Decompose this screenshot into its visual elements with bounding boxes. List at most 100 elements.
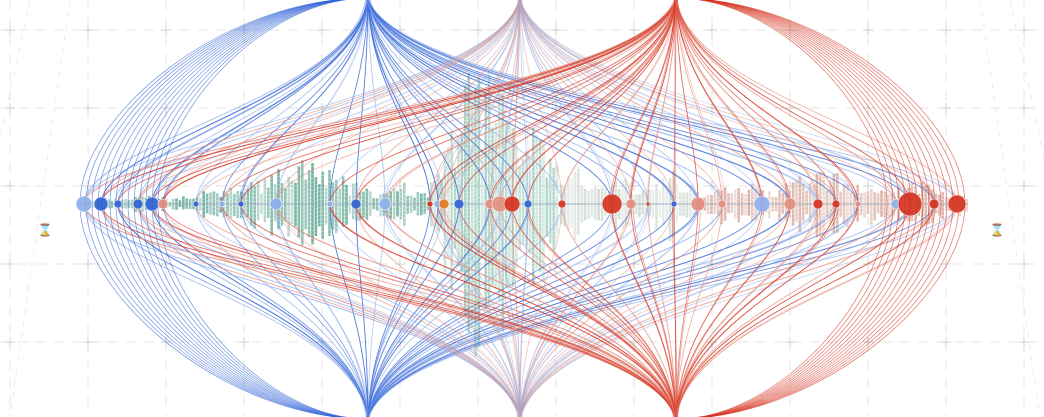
bar-tick: [280, 214, 284, 216]
bar-tick: [501, 276, 504, 278]
bar-tick: [304, 202, 307, 204]
bar-tick: [487, 218, 491, 220]
bar-tick: [542, 186, 545, 188]
bar-tick: [464, 200, 467, 202]
bar-tick: [474, 339, 477, 341]
bar-tick: [570, 201, 573, 203]
bar-tick: [580, 217, 583, 219]
bar-tick: [470, 299, 474, 301]
bar-tick: [597, 212, 600, 214]
bar-tick: [822, 219, 825, 221]
bar-tick: [318, 215, 321, 217]
bar-tick: [453, 207, 457, 209]
bar-tick: [515, 256, 518, 258]
bar-tick: [311, 238, 314, 240]
bar-tick: [464, 196, 467, 198]
bar-tick: [484, 146, 487, 148]
bar-tick: [477, 288, 481, 290]
bar-tick: [638, 197, 641, 199]
bar-tick: [791, 217, 795, 219]
bar-tick: [802, 214, 805, 216]
bar-tick: [477, 220, 481, 222]
bar-tick: [737, 207, 740, 209]
bar-tick: [504, 250, 508, 252]
bar-tick: [477, 232, 481, 234]
bar-tick: [822, 183, 825, 185]
connection-arc: [83, 203, 520, 417]
bar-tick: [460, 217, 464, 219]
bar-tick: [577, 219, 580, 221]
bar-tick: [470, 111, 474, 113]
bar-tick: [768, 210, 771, 212]
bar-tick: [655, 195, 658, 197]
bar-tick: [494, 149, 498, 151]
bar-tick: [628, 209, 631, 211]
bar-tick: [504, 122, 508, 124]
bar-tick: [375, 205, 379, 207]
bar-tick: [477, 148, 481, 150]
node-circle: [157, 198, 169, 210]
bar-tick: [521, 170, 525, 172]
bar-tick: [508, 281, 511, 283]
bar-tick: [328, 173, 331, 175]
bar-tick: [484, 170, 487, 172]
bar-tick: [538, 174, 542, 176]
bar-tick: [508, 273, 511, 275]
bar-tick: [481, 187, 484, 189]
bar-tick: [802, 210, 805, 212]
bar-tick: [504, 218, 508, 220]
bar-tick: [751, 194, 754, 196]
bar-tick: [880, 193, 883, 195]
bar-tick: [457, 142, 460, 144]
bar-tick: [508, 173, 511, 175]
bar-tick: [614, 216, 617, 218]
bar-tick: [727, 204, 730, 206]
bar-tick: [494, 125, 498, 127]
bar-tick: [433, 187, 436, 189]
bar-tick: [538, 210, 542, 212]
bar-tick: [477, 340, 481, 342]
bar-tick: [420, 196, 423, 198]
bar-tick: [498, 121, 501, 123]
connection-arc: [162, 203, 369, 417]
bar-tick: [504, 134, 508, 136]
bar-tick: [470, 315, 474, 317]
bar-tick: [876, 200, 880, 202]
bar-tick: [498, 109, 501, 111]
bar-tick: [560, 187, 563, 189]
bar-tick: [311, 178, 314, 180]
bar-tick: [921, 200, 924, 202]
bar-tick: [501, 296, 504, 298]
bar-tick: [467, 168, 470, 170]
histogram-bar: [216, 193, 219, 217]
connection-arc: [137, 0, 676, 205]
connection-arc: [117, 0, 369, 205]
bar-tick: [277, 216, 280, 218]
bar-tick: [570, 197, 573, 199]
bar-tick: [477, 212, 481, 214]
bar-tick: [672, 221, 675, 223]
connection-arc: [355, 0, 369, 205]
bar-tick: [484, 234, 487, 236]
bar-tick: [549, 193, 552, 195]
bar-tick: [467, 264, 470, 266]
bar-tick: [487, 138, 491, 140]
bar-tick: [751, 190, 754, 192]
bar-tick: [392, 219, 396, 221]
connection-arc: [221, 0, 676, 205]
bar-tick: [634, 201, 638, 203]
histogram-bar: [321, 171, 324, 239]
bar-tick: [518, 192, 521, 194]
bar-tick: [555, 217, 559, 219]
bar-tick: [467, 284, 470, 286]
bar-tick: [532, 142, 535, 144]
bar-tick: [467, 148, 470, 150]
node-circle: [144, 196, 160, 212]
bar-tick: [668, 233, 672, 235]
bar-tick: [532, 242, 535, 244]
connection-arc: [520, 0, 935, 205]
bar-tick: [406, 210, 409, 212]
bar-tick: [829, 199, 832, 201]
bar-tick: [504, 266, 508, 268]
bar-tick: [910, 189, 914, 191]
